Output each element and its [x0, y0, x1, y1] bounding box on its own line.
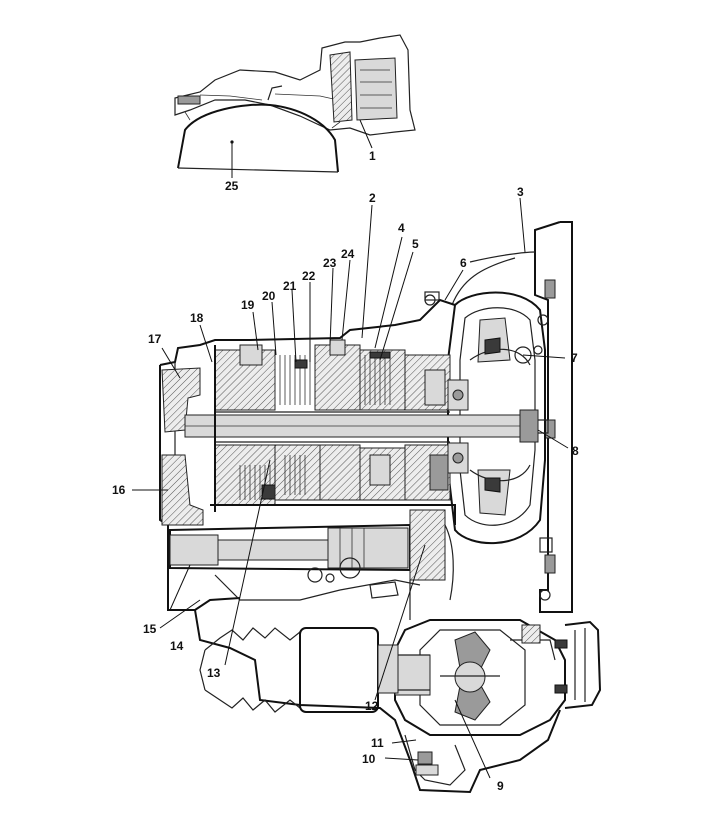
- callout-24: 24: [341, 247, 355, 261]
- callout-3: 3: [517, 185, 524, 199]
- callout-9: 9: [497, 779, 504, 793]
- callout-14: 14: [170, 639, 184, 653]
- callout-6: 6: [460, 256, 467, 270]
- callout-5: 5: [412, 237, 419, 251]
- callout-17: 17: [148, 332, 162, 346]
- callout-15: 15: [143, 622, 157, 636]
- callout-20: 20: [262, 289, 276, 303]
- leader-lines: [132, 119, 569, 779]
- callout-4: 4: [398, 221, 405, 235]
- callout-25: 25: [225, 179, 239, 193]
- callout-8: 8: [572, 444, 579, 458]
- callout-7: 7: [571, 351, 578, 365]
- transmission-body: [159, 221, 602, 794]
- callout-10: 10: [362, 752, 376, 766]
- callout-2: 2: [369, 191, 376, 205]
- callout-23: 23: [323, 256, 337, 270]
- callout-1: 1: [369, 149, 376, 163]
- callout-13: 13: [207, 666, 221, 680]
- callout-21: 21: [283, 279, 297, 293]
- callout-18: 18: [190, 311, 204, 325]
- callout-22: 22: [302, 269, 316, 283]
- callout-12: 12: [365, 699, 379, 713]
- callout-11: 11: [371, 736, 384, 750]
- callout-16: 16: [112, 483, 126, 497]
- inset-view: [174, 34, 416, 173]
- callout-19: 19: [241, 298, 255, 312]
